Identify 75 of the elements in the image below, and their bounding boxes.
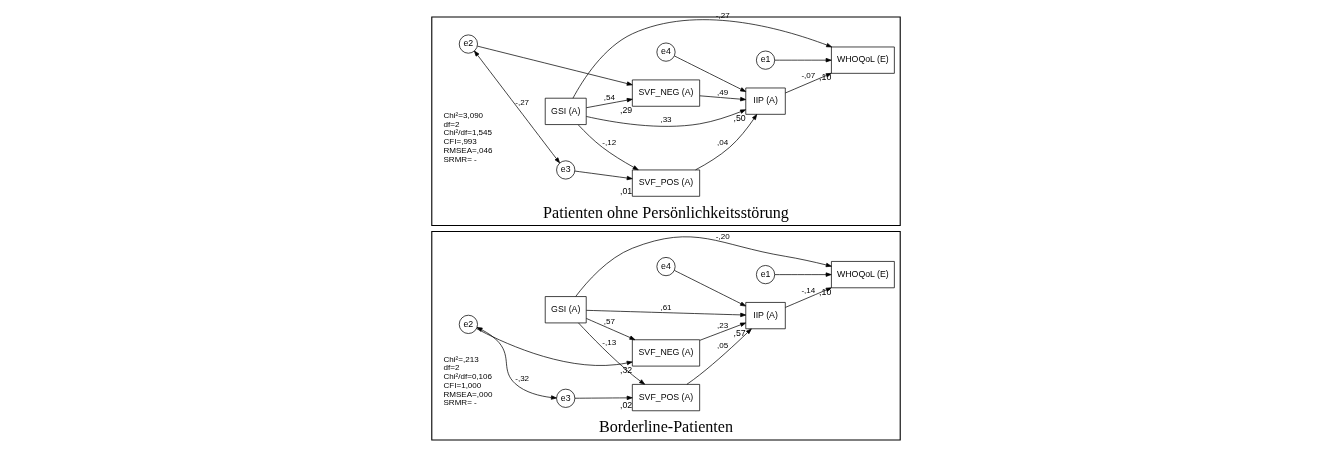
- label: df=2: [442, 363, 459, 373]
- arrow: [773, 272, 832, 277]
- arrow: [577, 124, 639, 171]
- node-circle: e2: [458, 34, 478, 54]
- node-box: WHOQoL (E): [830, 46, 895, 74]
- node-circle: e3: [555, 388, 575, 408]
- node-circle: e2: [458, 314, 478, 334]
- node-box: GSI (A): [544, 97, 587, 125]
- label: SRMR= -: [442, 398, 477, 408]
- edge-label: ,04: [716, 137, 728, 147]
- arrow: [673, 55, 746, 92]
- arrow: [784, 287, 832, 308]
- node-box: SVF_POS (A): [631, 169, 700, 197]
- label: CFI=1,000: [442, 380, 481, 390]
- label: SRMR= -: [442, 154, 477, 164]
- arrow: [473, 50, 560, 164]
- arrow: [577, 322, 645, 385]
- arrow: [694, 114, 757, 171]
- edge-label: -,13: [601, 338, 616, 348]
- label: df=2: [442, 119, 459, 129]
- arrow: [585, 309, 746, 318]
- edge-label: -,20: [715, 231, 730, 241]
- node-box: IIP (A): [744, 302, 786, 330]
- arrow: [784, 72, 832, 94]
- arrow: [699, 95, 746, 102]
- arrow: [475, 328, 633, 366]
- edge-label: ,23: [716, 320, 728, 330]
- edge-label: -,07: [800, 71, 815, 81]
- node-label: ,32: [619, 365, 632, 376]
- arrow: [574, 236, 832, 297]
- arrow: [585, 98, 633, 109]
- label: Chi²/df=1,545: [442, 128, 492, 138]
- node-box: WHOQoL (E): [830, 261, 895, 289]
- edge-label: ,54: [603, 93, 615, 103]
- node-box: SVF_NEG (A): [631, 79, 700, 107]
- label: RMSEA=,046: [442, 145, 492, 155]
- label: Chi²=,213: [442, 354, 479, 364]
- node-circle: e1: [755, 50, 775, 70]
- label: CFI=,993: [442, 137, 477, 147]
- edge-label: ,33: [659, 114, 672, 124]
- edge-label: -,32: [514, 374, 529, 384]
- arrow: [585, 109, 746, 127]
- node-box: IIP (A): [744, 87, 786, 115]
- node-box: SVF_POS (A): [631, 384, 700, 412]
- edge-label: ,49: [716, 88, 728, 98]
- node-circle: e1: [755, 265, 775, 285]
- arrow: [773, 58, 832, 63]
- node-box: GSI (A): [544, 296, 587, 324]
- arrow: [476, 45, 633, 86]
- arrow: [476, 327, 557, 400]
- node-label: ,57: [732, 327, 746, 338]
- edge-label: -,14: [800, 285, 815, 295]
- node-label: ,29: [619, 105, 632, 116]
- edge-label: -,27: [514, 97, 529, 107]
- edge-label: ,61: [659, 302, 672, 312]
- node-box: SVF_NEG (A): [631, 339, 700, 367]
- arrow: [574, 395, 633, 400]
- node-circle: e4: [656, 257, 675, 277]
- arrow: [686, 328, 752, 385]
- node-label: ,50: [732, 113, 746, 124]
- label: RMSEA=,000: [442, 389, 492, 399]
- node-label: ,02: [619, 400, 632, 411]
- label: Chi²=3,090: [442, 110, 483, 120]
- edge-label: ,05: [716, 340, 728, 350]
- node-circle: e3: [555, 160, 575, 180]
- node-label: ,01: [619, 185, 632, 196]
- arrow: [673, 270, 746, 307]
- arrow: [699, 322, 746, 341]
- node-circle: e4: [656, 42, 675, 62]
- arrow: [585, 318, 635, 341]
- arrow: [572, 19, 832, 99]
- edge-label: ,57: [603, 317, 615, 327]
- label: Chi²/df=0,106: [442, 372, 492, 382]
- edge-label: -,12: [601, 137, 616, 147]
- arrow: [574, 170, 633, 181]
